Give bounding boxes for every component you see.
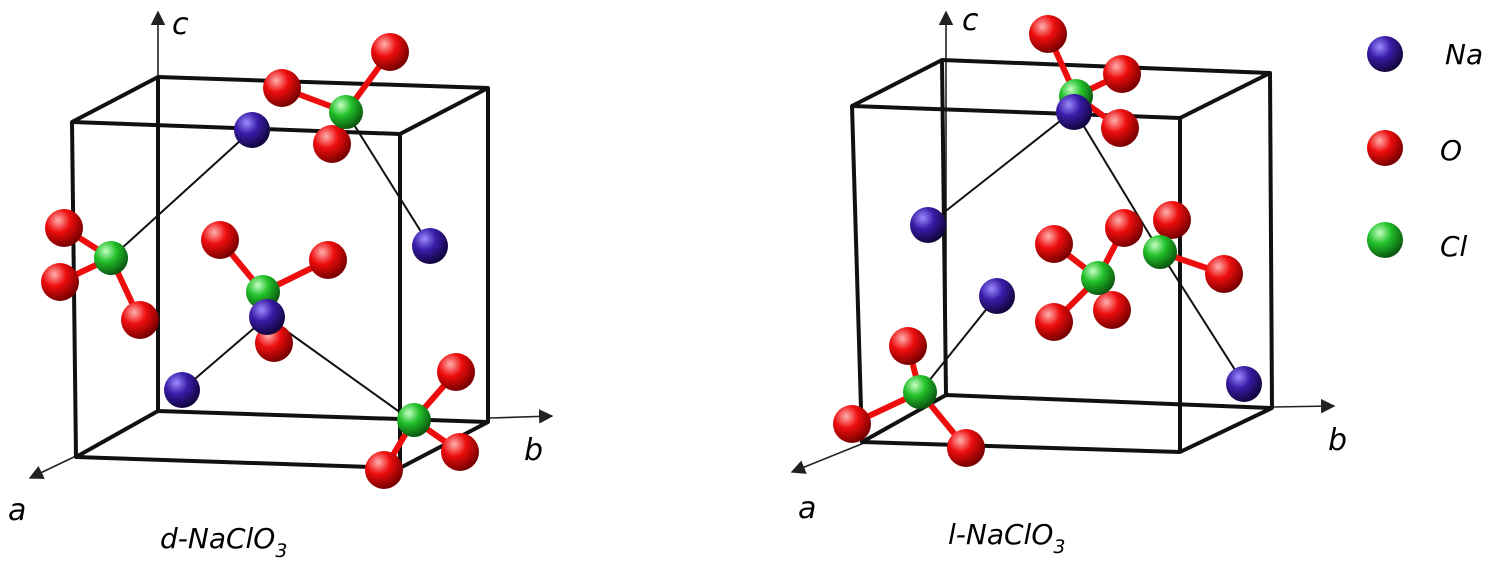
legend: Na O Cl	[1367, 36, 1483, 263]
o-atom	[833, 405, 871, 443]
na-atom	[1056, 94, 1092, 130]
cl-atom	[1143, 235, 1177, 269]
d-naclo3-structure: c b a d-NaClO3	[8, 7, 554, 562]
d-clo3-center	[201, 221, 347, 362]
d-axis-b	[489, 409, 554, 424]
d-axis-label-c: c	[172, 7, 189, 42]
o-atom	[121, 301, 159, 339]
cl-atom	[329, 95, 363, 129]
l-clo3-bottom	[833, 327, 985, 467]
na-atom	[249, 299, 285, 335]
o-atom	[201, 221, 239, 259]
o-atom	[263, 69, 301, 107]
o-atom	[365, 451, 403, 489]
d-clo3-left	[41, 209, 159, 339]
d-axis-a	[28, 455, 77, 479]
legend-item-o: O	[1367, 130, 1462, 167]
l-axis-a	[790, 442, 865, 474]
legend-label-cl: Cl	[1440, 230, 1468, 263]
l-contact-lines	[919, 109, 1245, 393]
o-atom	[41, 263, 79, 301]
o-atom	[1093, 291, 1131, 329]
o-atom	[1103, 55, 1141, 93]
o-atom	[45, 209, 83, 247]
l-axis-label-a: a	[798, 491, 816, 526]
cl-atom	[397, 403, 431, 437]
l-clo3-top	[1029, 15, 1141, 147]
o-atom	[947, 429, 985, 467]
cl-atom	[903, 375, 937, 409]
na-atom	[1226, 366, 1262, 402]
o-atom	[1205, 255, 1243, 293]
l-axis-b	[1271, 399, 1336, 414]
legend-item-cl: Cl	[1367, 222, 1468, 263]
cl-atom	[94, 241, 128, 275]
l-naclo3-structure: c b a l-NaClO3	[790, 3, 1347, 558]
l-axis-label-c: c	[962, 3, 979, 38]
o-atom	[889, 327, 927, 365]
o-atom	[309, 241, 347, 279]
na-atom	[910, 207, 946, 243]
cl-atom	[1081, 261, 1115, 295]
o-atom	[1035, 303, 1073, 341]
l-clo3-right	[1143, 201, 1243, 293]
d-axis-label-b: b	[524, 433, 543, 468]
d-clo3-top	[263, 33, 409, 163]
l-caption: l-NaClO3	[948, 518, 1065, 558]
o-atom	[1105, 209, 1143, 247]
o-atom	[313, 125, 351, 163]
legend-label-o: O	[1440, 134, 1462, 167]
cl-legend-swatch	[1367, 222, 1403, 258]
l-clo3-center	[1035, 209, 1143, 341]
na-legend-swatch	[1367, 36, 1403, 72]
na-atom	[164, 372, 200, 408]
l-axis-label-b: b	[1328, 423, 1347, 458]
o-atom	[1153, 201, 1191, 239]
na-atom	[412, 228, 448, 264]
d-clo3-bottom	[365, 353, 479, 489]
na-atom	[979, 278, 1015, 314]
legend-item-na: Na	[1367, 36, 1483, 72]
na-atom	[234, 112, 270, 148]
o-atom	[437, 353, 475, 391]
o-atom	[1029, 15, 1067, 53]
o-atom	[441, 433, 479, 471]
o-legend-swatch	[1367, 130, 1403, 166]
o-atom	[371, 33, 409, 71]
o-atom	[1035, 225, 1073, 263]
o-atom	[1101, 109, 1139, 147]
legend-label-na: Na	[1445, 38, 1483, 71]
d-caption: d-NaClO3	[160, 522, 287, 562]
d-axis-label-a: a	[8, 493, 26, 528]
